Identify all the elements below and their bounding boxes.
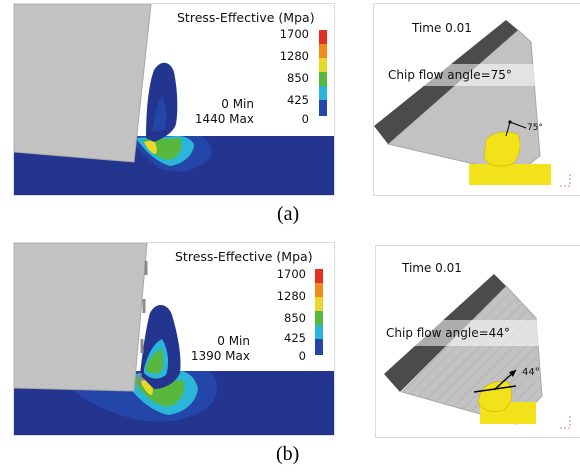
max-label-a: 1440 Max <box>194 112 254 126</box>
scale-tick-a-4: 425 <box>287 93 309 107</box>
angle-arrowhead-b <box>509 370 516 377</box>
chip-green-b <box>146 349 164 374</box>
scale-tick-b-5: 0 <box>298 349 306 363</box>
scale-bar-blue-b <box>315 339 323 355</box>
angle-ref-line-a <box>505 121 511 137</box>
scale-bar-red-a <box>319 30 327 44</box>
scale-tick-a-3: 850 <box>287 71 309 85</box>
chip-flow-plot-b-graphic <box>376 274 580 429</box>
stress-plot-a-graphic <box>14 4 334 195</box>
time-label-a: Time 0.01 <box>412 21 472 35</box>
angle-arm-a <box>509 121 527 129</box>
max-label-b: 1390 Max <box>190 349 250 363</box>
stress-zone-yellow-a <box>144 140 157 154</box>
angle-value-b: 44° <box>522 367 540 378</box>
scale-tick-a-1: 1700 <box>279 27 309 41</box>
time-label-b: Time 0.01 <box>402 261 462 275</box>
chip-a <box>483 131 521 167</box>
scale-bar-blue-a <box>319 100 327 116</box>
scale-bar-green-a <box>319 72 327 86</box>
stress-plot-a: Stress-Effective (Mpa) 1700 1280 850 425… <box>13 3 335 196</box>
axis-glyph-b <box>560 416 571 429</box>
stress-plot-b-graphic <box>14 243 334 435</box>
chip-inner-a <box>152 96 167 132</box>
tool-b <box>14 243 148 392</box>
scale-bar-green-b <box>315 311 323 325</box>
scale-bar-cyan-a <box>319 86 327 100</box>
scale-tick-b-4: 425 <box>284 331 306 345</box>
scale-tick-b-1: 1700 <box>276 267 306 281</box>
legend-title-b: Stress-Effective (Mpa) <box>175 249 313 264</box>
caption-b: (b) <box>276 443 300 465</box>
scale-tick-a-5: 0 <box>301 112 309 126</box>
stress-plot-b: Stress-Effective (Mpa) 1700 1280 850 425… <box>13 242 335 436</box>
chip-flow-angle-label-a: Chip flow angle=75° <box>388 68 512 82</box>
scale-tick-b-3: 850 <box>284 311 306 325</box>
scale-bar-orange-b <box>315 283 323 297</box>
chip-flow-plot-a: Time 0.01 Chip flow angle=75° 75° <box>373 3 580 196</box>
chip-flow-plot-a-graphic <box>374 20 580 187</box>
legend-title-a: Stress-Effective (Mpa) <box>177 10 315 25</box>
axis-glyph-a <box>560 174 571 187</box>
chip-flow-angle-label-b: Chip flow angle=44° <box>386 326 510 340</box>
angle-band-a <box>374 64 580 86</box>
scale-tick-b-2: 1280 <box>276 289 306 303</box>
tool-edge-marks-b <box>138 261 148 385</box>
min-label-a: 0 Min <box>221 97 254 111</box>
scale-bar-yellow-a <box>319 58 327 72</box>
scale-bar-yellow-b <box>315 297 323 311</box>
chip-b <box>477 381 512 412</box>
min-label-b: 0 Min <box>217 334 250 348</box>
scale-bar-red-b <box>315 269 323 283</box>
chip-flow-plot-b: Time 0.01 Chip flow angle=44° 44° <box>375 245 580 438</box>
scale-bar-cyan-b <box>315 325 323 339</box>
angle-band-b <box>376 320 580 346</box>
caption-a: (a) <box>277 203 300 225</box>
angle-pivot-a <box>508 120 512 124</box>
workpiece-block-a <box>469 164 551 185</box>
scale-bar-orange-a <box>319 44 327 58</box>
tool-a <box>14 4 152 163</box>
scale-tick-a-2: 1280 <box>279 49 309 63</box>
angle-value-a: 75° <box>527 123 543 133</box>
